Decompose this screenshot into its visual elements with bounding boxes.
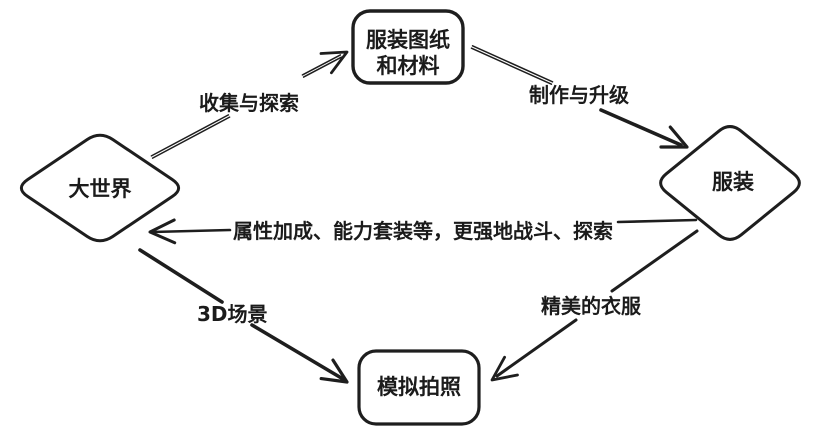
node-clothing-shape <box>659 125 801 241</box>
node-clothing-blueprints-shape <box>351 9 465 85</box>
edge-line <box>302 56 343 78</box>
edge-line <box>610 229 699 293</box>
node-clothing-label: 服装 <box>712 170 754 194</box>
node-clothing-blueprints-label-line2: 和材料 <box>377 54 440 78</box>
arrowhead-icon <box>490 355 519 382</box>
edge-buffs <box>148 218 698 245</box>
edge-3d-scene <box>138 248 349 384</box>
node-big-world-shape <box>19 133 181 243</box>
node-clothing-blueprints-label-line1: 服装图纸 <box>366 28 450 52</box>
node-big-world-label: 大世界 <box>69 177 132 201</box>
arrowhead-icon <box>319 50 349 75</box>
edge-collect-explore <box>150 50 349 159</box>
edge-line <box>138 248 224 304</box>
node-photo-sim-label: 模拟拍照 <box>377 375 461 399</box>
edge-line <box>150 228 232 234</box>
edge-fine-clothes-label: 精美的衣服 <box>541 294 642 318</box>
edge-craft-upgrade <box>470 45 689 149</box>
node-photo-sim-shape <box>357 349 481 426</box>
edge-line <box>470 47 553 85</box>
edge-line <box>599 108 683 147</box>
edge-buffs-label: 属性加成、能力套装等，更强地战斗、探索 <box>233 219 613 243</box>
diagram-labels: 服装图纸 和材料 大世界 服装 模拟拍照 收集与探索 制作与升级 属性加成、能力… <box>69 28 755 399</box>
edge-line <box>471 45 554 83</box>
edge-fine-clothes <box>490 229 699 382</box>
edge-line <box>150 114 230 157</box>
edge-collect-explore-label: 收集与探索 <box>199 91 299 115</box>
arrowhead-icon <box>659 125 689 149</box>
edge-3d-scene-label: 3D场景 <box>197 302 268 326</box>
arrowhead-icon <box>319 358 349 384</box>
edge-line <box>151 116 231 159</box>
edge-line <box>495 318 578 378</box>
diagram-strokes <box>19 9 801 426</box>
edge-line <box>301 54 342 76</box>
arrowhead-icon <box>148 218 177 245</box>
edge-line <box>616 218 698 224</box>
edge-line <box>250 323 345 381</box>
edge-craft-upgrade-label: 制作与升级 <box>529 83 629 107</box>
